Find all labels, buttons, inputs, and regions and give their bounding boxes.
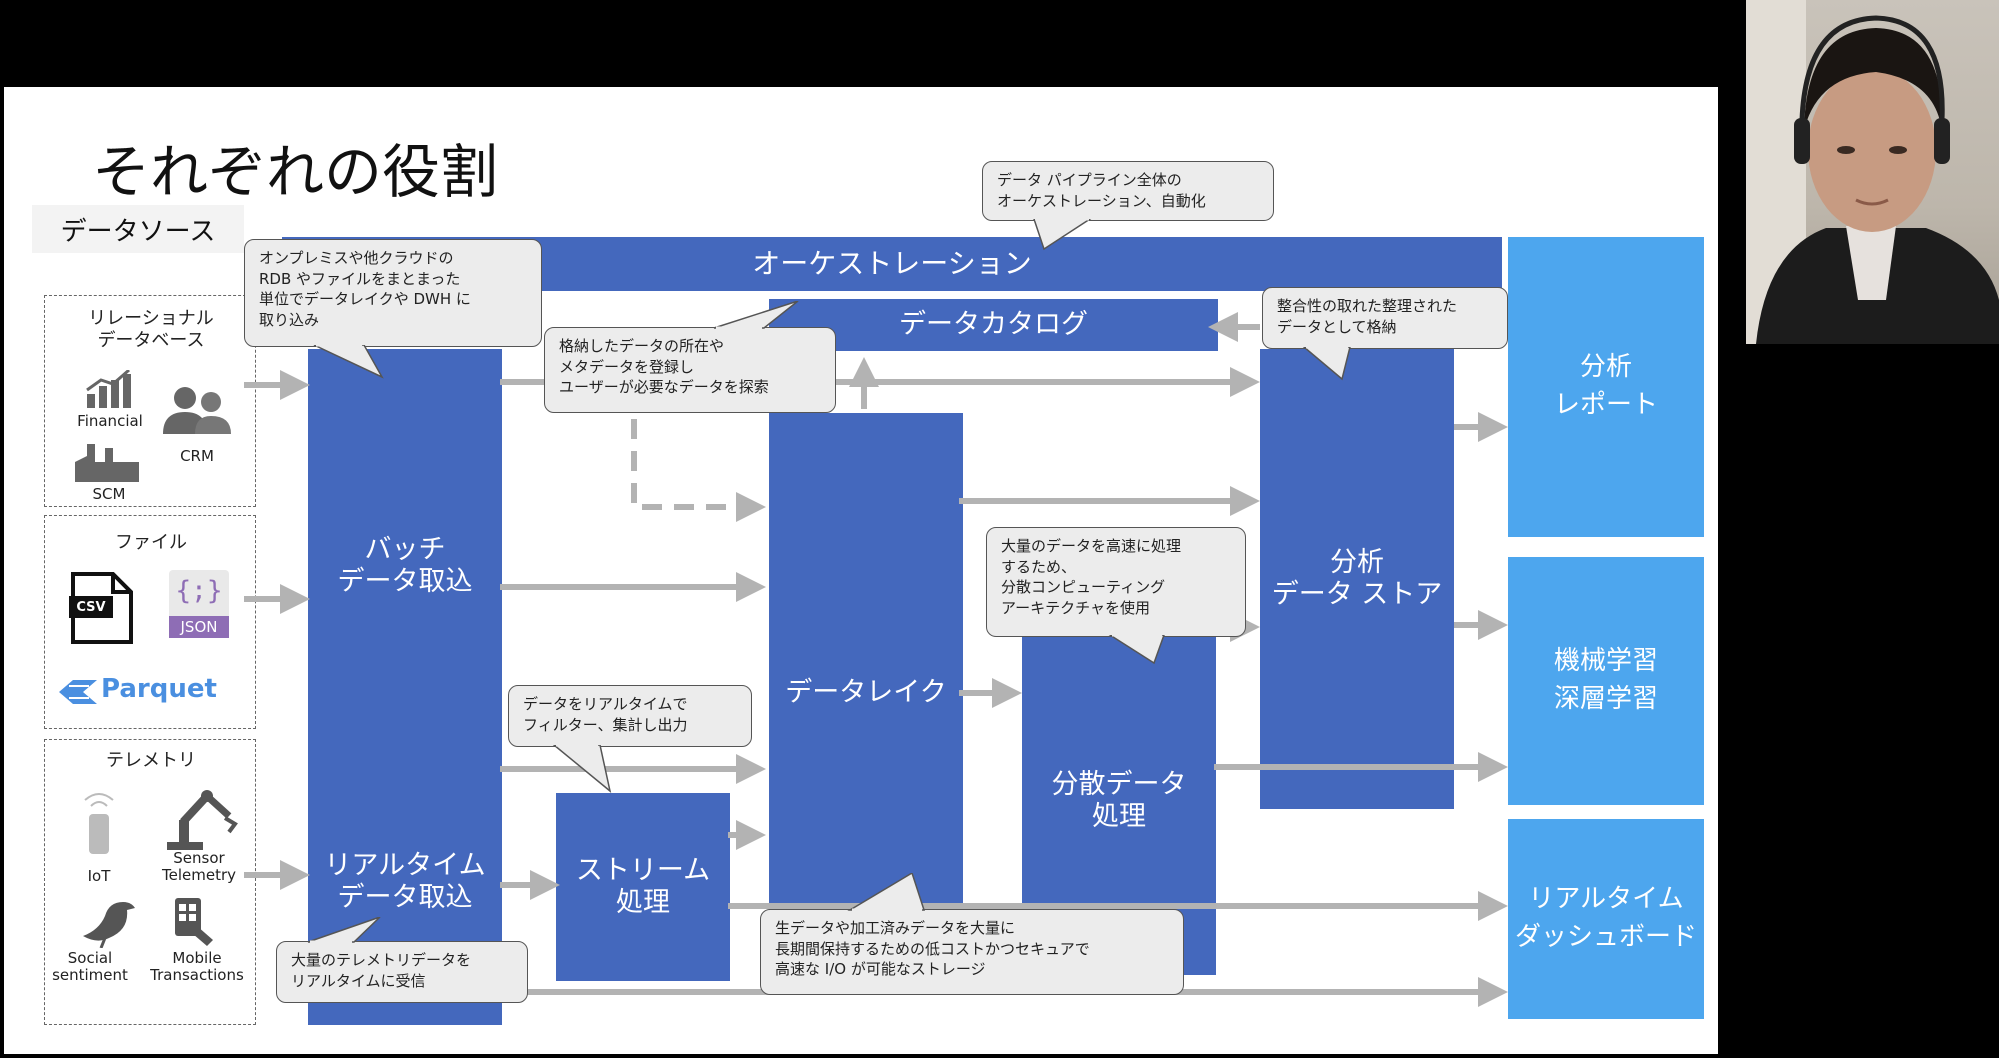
social-sentiment-label: Social sentiment [52, 949, 128, 985]
analytics-report-block[interactable]: 分析 レポート [1508, 237, 1704, 537]
source-group-title: リレーショナル データベース [88, 308, 214, 351]
csv-label: CSV [76, 600, 106, 615]
mobile-transaction-icon [175, 898, 213, 946]
iot-sensor-icon [84, 793, 114, 854]
users-icon [163, 387, 231, 434]
ml-block[interactable]: 機械学習 深層学習 [1508, 557, 1704, 805]
batch-ingest-block[interactable]: バッチ データ取込 [308, 349, 502, 783]
callout-tail [307, 917, 381, 943]
callout-tail [1108, 635, 1165, 665]
callout-tail [713, 301, 799, 329]
bar-chart-icon [86, 370, 131, 408]
csv-file-icon [69, 572, 133, 644]
webcam-video [1746, 0, 1999, 344]
presenter-avatar [1756, 15, 1999, 344]
financial-label: Financial [77, 412, 143, 430]
stream-processing-block[interactable]: ストリーム 処理 [556, 793, 730, 981]
data-source-header: データソース [32, 205, 244, 253]
callout-tail [1033, 219, 1092, 251]
callout-tail [847, 873, 926, 911]
data-lake-block[interactable]: データレイク [769, 413, 963, 973]
sensor-telemetry-label: Sensor Telemetry [161, 849, 236, 885]
callout-lake: 生データや加工済みデータを大量に 長期間保持するための低コストかつセキュアで 高… [760, 909, 1184, 995]
source-group-relational: リレーショナル データベース Financial CRM SCM [44, 295, 256, 507]
callout-stream: データをリアルタイムで フィルター、集計し出力 [508, 685, 752, 747]
callout-tail [313, 345, 384, 379]
bird-icon [83, 902, 135, 948]
source-group-files: ファイル CSV {;} JSON Parquet [44, 515, 256, 729]
robot-arm-icon [167, 790, 238, 850]
crm-label: CRM [180, 447, 214, 465]
mobile-transactions-label: Mobile Transactions [150, 949, 244, 985]
source-group-telemetry: テレメトリ IoT Sensor Telemetry Social sentim… [44, 739, 256, 1025]
callout-realtime: 大量のテレメトリデータを リアルタイムに受信 [276, 941, 528, 1003]
analytics-store-block[interactable]: 分析 データ ストア [1260, 349, 1454, 809]
callout-tail [552, 745, 612, 793]
source-group-title: ファイル [115, 532, 187, 553]
callout-catalog: 格納したデータの所在や メタデータを登録し ユーザーが必要なデータを探索 [544, 327, 836, 413]
callout-store: 整合性の取れた整理された データとして格納 [1262, 287, 1508, 349]
presentation-slide: それぞれの役割 データソース リレーショナル データベース Financial … [4, 87, 1718, 1054]
realtime-dashboard-block[interactable]: リアルタイム ダッシュボード [1508, 819, 1704, 1019]
scm-label: SCM [92, 485, 126, 503]
slide-title: それぞれの役割 [92, 138, 499, 206]
json-file-icon: {;} JSON [169, 570, 229, 638]
callout-tail [1302, 347, 1351, 381]
callout-batch: オンプレミスや他クラウドの RDB やファイルをまとまった 単位でデータレイクや… [244, 239, 542, 347]
data-catalog-block[interactable]: データカタログ [769, 299, 1218, 351]
parquet-logo: Parquet [59, 674, 249, 706]
callout-orchestration: データ パイプライン全体の オーケストレーション、自動化 [982, 161, 1274, 221]
factory-icon [75, 444, 139, 482]
source-group-title: テレメトリ [106, 750, 196, 771]
callout-distributed: 大量のデータを高速に処理 するため、 分散コンピューティング アーキテクチャを使… [986, 527, 1246, 637]
json-label: JSON [169, 616, 229, 638]
iot-label: IoT [87, 867, 111, 885]
